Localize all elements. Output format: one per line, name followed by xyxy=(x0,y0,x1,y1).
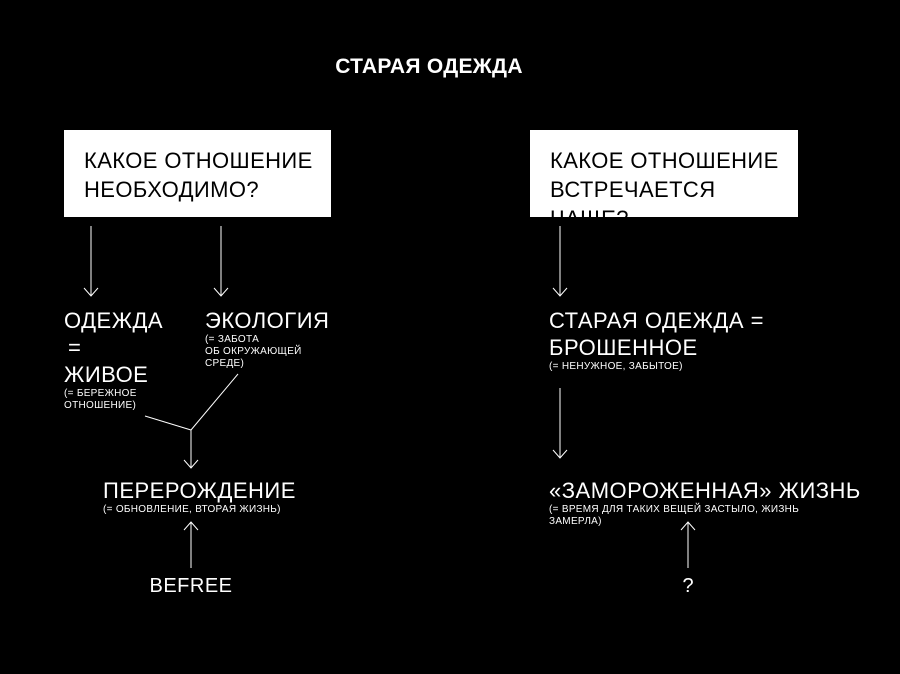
node-rebirth: ПЕРЕРОЖДЕНИЕ (= ОБНОВЛЕНИЕ, ВТОРАЯ ЖИЗНЬ… xyxy=(103,477,296,516)
node-ecology-label: ЭКОЛОГИЯ xyxy=(205,308,330,333)
node-frozen-note-line1: (= ВРЕМЯ ДЛЯ ТАКИХ ВЕЩЕЙ ЗАСТЫЛО, ЖИЗНЬ xyxy=(549,504,800,515)
node-old-note: (= НЕНУЖНОЕ, ЗАБЫТОЕ) xyxy=(549,361,683,372)
arrow-to-ecology-head xyxy=(213,287,229,297)
node-clothes-line3: ЖИВОЕ xyxy=(64,362,149,387)
merge-line-left xyxy=(144,415,192,431)
node-rebirth-label: ПЕРЕРОЖДЕНИЕ xyxy=(103,478,296,503)
node-frozen-life: «ЗАМОРОЖЕННАЯ» ЖИЗНЬ (= ВРЕМЯ ДЛЯ ТАКИХ … xyxy=(549,477,861,528)
source-befree: BEFREE xyxy=(149,575,233,597)
arrow-to-frozen-head xyxy=(552,449,568,459)
node-frozen-note-line2: ЗАМЕРЛА) xyxy=(549,516,602,527)
node-ecology-note-line3: СРЕДЕ) xyxy=(205,358,245,369)
node-clothes-note-line1: (= БЕРЕЖНОЕ xyxy=(64,388,137,399)
node-clothes-line1: ОДЕЖДА xyxy=(64,308,164,333)
node-ecology-note-line2: ОБ ОКРУЖАЮЩЕЙ xyxy=(205,346,302,357)
node-old-line2: БРОШЕННОЕ xyxy=(549,335,698,360)
node-old-clothes: СТАРАЯ ОДЕЖДА = БРОШЕННОЕ (= НЕНУЖНОЕ, З… xyxy=(549,307,764,373)
node-clothes-note-line2: ОТНОШЕНИЕ) xyxy=(64,400,137,411)
question-box-left: КАКОЕ ОТНОШЕНИЕ НЕОБХОДИМО? xyxy=(64,130,331,217)
node-old-line1: СТАРАЯ ОДЕЖДА = xyxy=(549,308,764,333)
node-frozen-label: «ЗАМОРОЖЕННАЯ» ЖИЗНЬ xyxy=(549,478,861,503)
arrow-to-rebirth-head xyxy=(183,459,199,469)
question-box-right: КАКОЕ ОТНОШЕНИЕ ВСТРЕЧАЕТСЯ ЧАЩЕ? xyxy=(530,130,798,231)
node-ecology-note-line1: (= ЗАБОТА xyxy=(205,334,260,345)
merge-line-right xyxy=(190,373,239,431)
question-left-line1: КАКОЕ ОТНОШЕНИЕ xyxy=(84,148,313,173)
node-clothes-alive: ОДЕЖДА = ЖИВОЕ (= БЕРЕЖНОЕ ОТНОШЕНИЕ) xyxy=(64,307,163,412)
arrow-to-old-clothes-head xyxy=(552,287,568,297)
diagram-title: СТАРАЯ ОДЕЖДА xyxy=(335,55,523,78)
question-right-line1: КАКОЕ ОТНОШЕНИЕ xyxy=(550,148,779,173)
source-unknown: ? xyxy=(682,575,694,597)
question-right-line2: ВСТРЕЧАЕТСЯ ЧАЩЕ? xyxy=(550,177,716,231)
node-ecology: ЭКОЛОГИЯ (= ЗАБОТА ОБ ОКРУЖАЮЩЕЙ СРЕДЕ) xyxy=(205,307,329,370)
arrow-to-clothes-head xyxy=(83,287,99,297)
question-left-line2: НЕОБХОДИМО? xyxy=(84,177,259,202)
arrow-befree-up-head xyxy=(183,521,199,531)
node-rebirth-note: (= ОБНОВЛЕНИЕ, ВТОРАЯ ЖИЗНЬ) xyxy=(103,504,281,515)
node-clothes-line2: = xyxy=(68,335,82,360)
